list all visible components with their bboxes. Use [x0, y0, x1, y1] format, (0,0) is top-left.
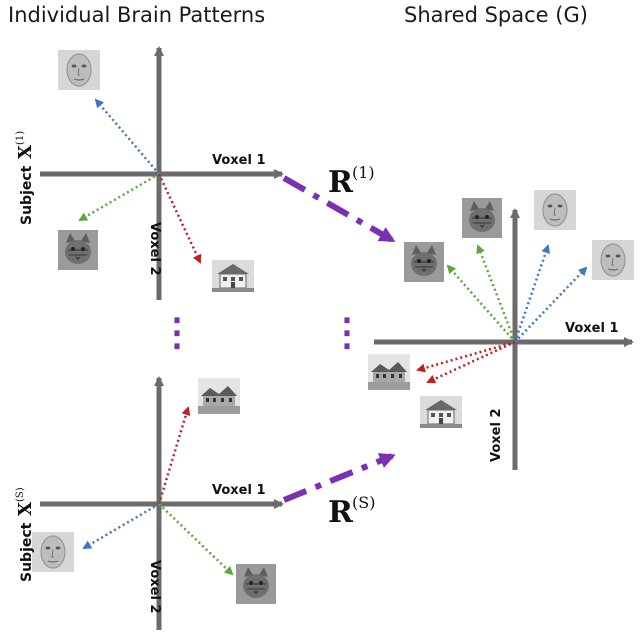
left-ellipsis: ⋮: [158, 309, 196, 354]
house-vector: [157, 406, 191, 505]
mapping-symbol: R: [328, 495, 354, 530]
cat-vector: [158, 503, 234, 576]
face-stimulus-image: [533, 189, 577, 231]
svg-text:(S): (S): [15, 487, 26, 502]
cat-stimulus-image: [461, 197, 503, 239]
subject-1-label: Subject X (1): [15, 131, 36, 225]
subject-s-panel: Voxel 1 Voxel 2 Subject X (S): [15, 376, 284, 630]
svg-text:R: R: [328, 495, 354, 530]
matrix-symbol: X: [15, 145, 36, 159]
svg-text:(1): (1): [352, 163, 375, 182]
matrix-superscript: (1): [15, 131, 26, 145]
left-heading: Individual Brain Patterns: [8, 3, 265, 27]
house-vector: [416, 340, 516, 373]
svg-text:X: X: [15, 502, 36, 516]
cat-stimulus-image: [403, 241, 445, 283]
x-axis-label: Voxel 1: [212, 483, 266, 498]
matrix-superscript: (S): [15, 487, 26, 502]
house-stimulus-image: [198, 378, 240, 414]
face-vector: [513, 244, 550, 343]
face-vector: [514, 266, 588, 343]
house-stimulus-image: [368, 354, 410, 390]
cat-vector: [446, 264, 516, 343]
face-vector: [94, 98, 160, 175]
svg-text:(S): (S): [352, 493, 375, 512]
subject-s-label: Subject X (S): [15, 487, 36, 582]
mapping-superscript: (1): [352, 163, 375, 182]
cat-stimulus-image: [57, 229, 99, 271]
mapping-symbol: R: [328, 165, 354, 200]
cat-vector: [78, 172, 160, 222]
house-vector: [157, 173, 202, 264]
cat-vector: [476, 244, 517, 343]
house-stimulus-image: [211, 259, 255, 293]
matrix-symbol: X: [15, 502, 36, 516]
house-stimulus-image: [419, 395, 463, 429]
mapping-r1: R (1): [282, 163, 396, 243]
y-axis-label: Voxel 2: [489, 408, 504, 462]
svg-text:R: R: [328, 165, 354, 200]
house-vector: [426, 340, 516, 384]
x-axis-label: Voxel 1: [565, 321, 619, 336]
y-axis-label: Voxel 2: [147, 222, 162, 276]
x-axis-label: Voxel 1: [212, 153, 266, 168]
svg-text:X: X: [15, 145, 36, 159]
cat-stimulus-image: [235, 563, 277, 605]
svg-text:Subject: Subject: [19, 522, 35, 582]
shared-space-panel: Voxel 1 Voxel 2: [368, 189, 635, 470]
face-stimulus-image: [57, 49, 101, 91]
subject-1-panel: Voxel 1 Voxel 2 Subject X (1): [15, 46, 284, 300]
face-stimulus-image: [31, 531, 75, 573]
mapping-arrow: [282, 453, 396, 503]
y-axis-label: Voxel 2: [147, 560, 162, 614]
face-stimulus-image: [591, 239, 635, 281]
mapping-arrow: [282, 175, 396, 243]
subject-word: Subject: [19, 522, 35, 582]
face-vector: [82, 502, 160, 550]
right-heading: Shared Space (G): [404, 3, 588, 27]
mapping-superscript: (S): [352, 493, 375, 512]
svg-text:(1): (1): [15, 131, 26, 145]
svg-text:Subject: Subject: [19, 165, 35, 225]
middle-ellipsis: ⋮: [328, 309, 366, 354]
mapping-rs: R (S): [282, 453, 396, 530]
subject-word: Subject: [19, 165, 35, 225]
